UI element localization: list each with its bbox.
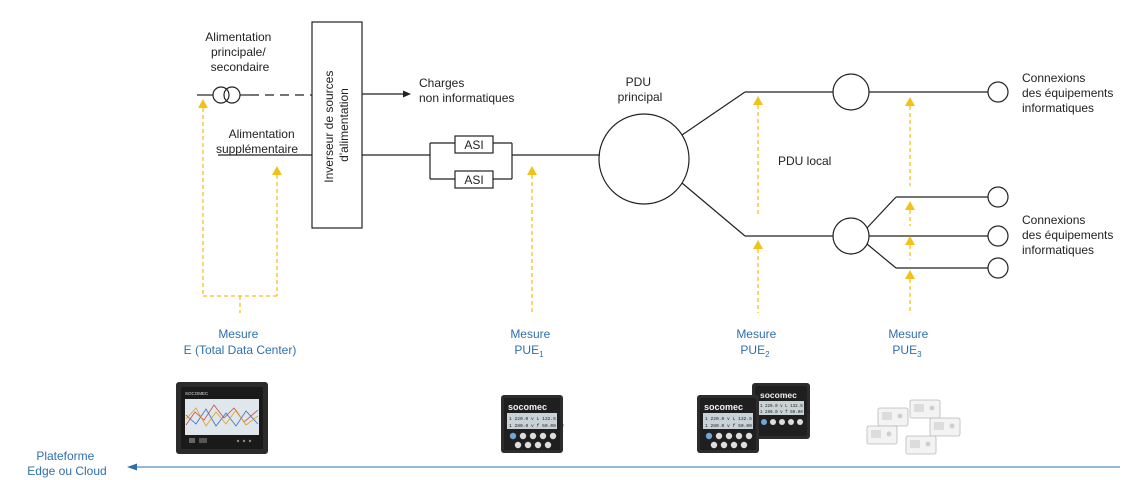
measure-pue3-label: Mesure PUE3: [888, 327, 931, 359]
meter-reading-2: 1 280.0 v f 50.00 Hz: [509, 423, 564, 429]
it-connection-b3: [987, 257, 1009, 279]
meter-reading-2: 1 280.0 v f 50.00 Hz: [760, 410, 811, 415]
transformer-coil-right: [223, 86, 241, 104]
measure-pue1-label: Mesure PUE1: [510, 327, 553, 359]
measure-arrows: [198, 96, 915, 313]
transfer-switch-label: Inverseur de sources d'alimentation: [322, 67, 351, 182]
wiring: [197, 21, 1009, 279]
local-pdu-bottom-circle: [832, 217, 870, 255]
main-pdu-circle: [598, 113, 690, 205]
pue3-sensor-modules: [866, 399, 961, 455]
diagram-labels: Alimentation principale/ secondaire Alim…: [205, 30, 1117, 257]
pue2-meter-devices: socomec 1 220.0 v L 132.5 v 1 280.0 v f …: [697, 383, 811, 453]
transfer-switch-box: [311, 21, 363, 229]
local-pdu-label: PDU local: [778, 154, 831, 168]
main-pdu-label: PDU principal: [618, 75, 663, 104]
measure-e-label: Mesure E (Total Data Center): [184, 327, 297, 357]
it-connections-top-label: Connexions des équipements informatiques: [1022, 71, 1117, 115]
measure-pue2-label: Mesure PUE2: [736, 327, 779, 359]
supplementary-supply-label: Alimentation supplémentaire: [216, 127, 298, 156]
meter-brand: socomec: [704, 402, 743, 412]
ups-a-box: [454, 135, 494, 154]
meter-reading-1: 1 220.0 v L 132.5 v: [760, 405, 808, 409]
transformer-coil-left: [212, 86, 230, 104]
meter-brand: socomec: [508, 402, 547, 412]
meter-reading-1: 1 220.0 v L 132.5 v: [509, 416, 562, 422]
energy-analyser-device: SOCOMEC: [176, 382, 268, 454]
it-connections-bottom-label: Connexions des équipements informatiques: [1022, 213, 1117, 257]
local-pdu-top-circle: [832, 73, 870, 111]
meter-reading-1: 1 220.0 v L 132.5 v: [705, 416, 758, 422]
pue1-meter-device: socomec 1 220.0 v L 132.5 v 1 280.0 v f …: [501, 395, 564, 453]
sensor-module: [877, 407, 909, 427]
it-connection-top: [987, 81, 1009, 103]
sensor-module: [929, 417, 961, 437]
ups-a-label: ASI: [464, 138, 483, 152]
sensor-module: [905, 435, 937, 455]
it-connection-b1: [987, 186, 1009, 208]
sensor-module: [909, 399, 941, 419]
it-connection-b2: [987, 225, 1009, 247]
meter-reading-2: 1 280.0 v f 50.00 Hz: [705, 423, 760, 429]
platform-label: Plateforme Edge ou Cloud: [27, 449, 106, 478]
ups-b-label: ASI: [464, 173, 483, 187]
sensor-module: [866, 425, 898, 445]
platform-arrow: [127, 463, 1120, 471]
meter-brand: socomec: [760, 390, 797, 400]
non-it-loads-label: Charges non informatiques: [419, 76, 514, 105]
analyser-brand: SOCOMEC: [185, 391, 209, 396]
measure-labels: Mesure E (Total Data Center) Mesure PUE1…: [184, 327, 931, 359]
main-supply-label: Alimentation principale/ secondaire: [205, 30, 274, 74]
